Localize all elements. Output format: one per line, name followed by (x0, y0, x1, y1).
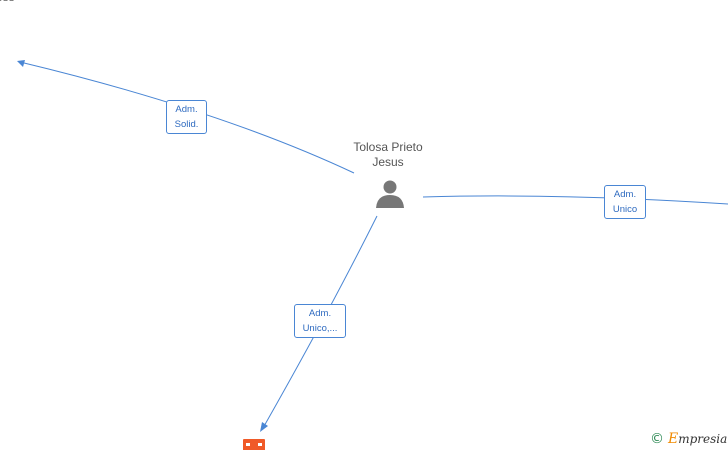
arrowhead-top-left (17, 60, 25, 67)
edge-line-right (422, 195, 728, 205)
arrowhead-bottom (260, 422, 268, 432)
person-icon[interactable] (376, 180, 404, 209)
edge-label-top-left[interactable]: Adm. Solid. (166, 100, 207, 134)
edge-label-line1: Adm. (308, 308, 332, 319)
person-name-label: Tolosa Prieto Jesus (340, 140, 436, 170)
brand-logo: Empresia (668, 431, 727, 447)
edge-label-line2: Solid. (174, 119, 199, 130)
edge-label-line1: Adm. (175, 104, 198, 115)
person-name-line2: Jesus (372, 155, 404, 169)
edge-label-bottom[interactable]: Adm. Unico,... (294, 304, 346, 338)
edge-label-line1: Adm. (613, 189, 637, 200)
person-name-line1: Tolosa Prieto (353, 140, 423, 154)
edge-label-line2: Unico,... (302, 323, 338, 334)
copyright-icon: © (650, 431, 664, 447)
truncated-node-label: oss (0, 0, 15, 5)
edge-label-right[interactable]: Adm. Unico (604, 185, 646, 219)
brand-watermark: © Empresia (650, 430, 727, 448)
brand-rest: mpresia (678, 432, 728, 446)
edge-label-line2: Unico (612, 204, 638, 215)
brand-first-letter: E (668, 431, 679, 447)
building-icon[interactable] (243, 439, 265, 450)
